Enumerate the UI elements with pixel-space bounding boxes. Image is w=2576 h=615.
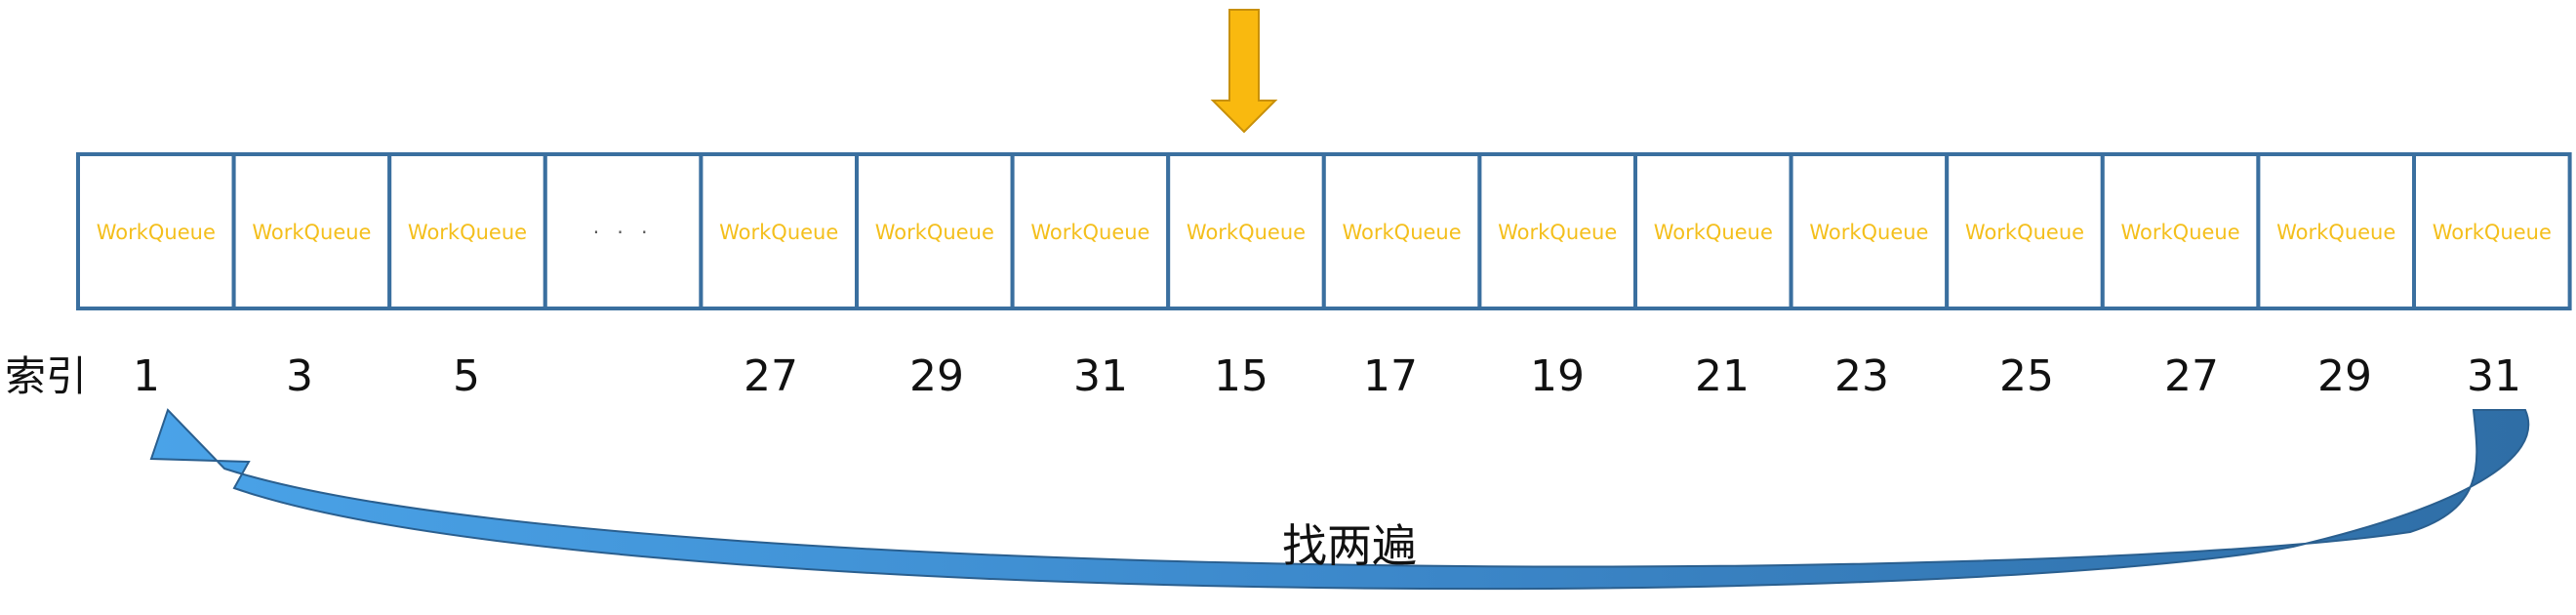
work-queue-cell: [855, 152, 1015, 310]
work-queue-label: WorkQueue: [1809, 221, 1928, 244]
work-queue-label: WorkQueue: [1030, 221, 1149, 244]
index-label: 3: [286, 351, 313, 401]
index-label: 1: [133, 351, 160, 401]
work-queue-cell: [2412, 152, 2572, 310]
work-queue-label: WorkQueue: [408, 221, 527, 244]
work-queue-cell: [1010, 152, 1171, 310]
work-queue-cell: [1321, 152, 1482, 310]
work-queue-label: WorkQueue: [2276, 221, 2395, 244]
work-queue-label: WorkQueue: [875, 221, 994, 244]
index-label: 23: [1834, 351, 1889, 401]
work-queue-label: WorkQueue: [1498, 221, 1617, 244]
curved-return-arrow-icon: [149, 408, 2530, 591]
index-label: 27: [2164, 351, 2219, 401]
work-queue-label: WorkQueue: [2433, 221, 2552, 244]
down-arrow-icon: [1210, 9, 1278, 134]
work-queue-label: WorkQueue: [1343, 221, 1462, 244]
index-label: 27: [744, 351, 798, 401]
index-label: 29: [909, 351, 964, 401]
work-queue-array: WorkQueue WorkQueue WorkQueue · · · WorkQueu…: [76, 152, 2572, 310]
index-label: 19: [1530, 351, 1585, 401]
work-queue-cell: [2100, 152, 2261, 310]
index-label: 31: [1073, 351, 1128, 401]
search-twice-caption: 找两遍: [1282, 519, 1417, 572]
work-queue-label: WorkQueue: [97, 221, 216, 244]
index-labels: 1 3 5 27 29 31 15 17 19 21 23 25 27 29 31: [133, 351, 2521, 401]
work-queue-label: WorkQueue: [1965, 221, 2084, 244]
work-queue-cell: [387, 152, 547, 310]
index-prefix-label: 索引: [5, 352, 87, 400]
work-queue-label: WorkQueue: [1187, 221, 1306, 244]
index-label: 31: [2467, 351, 2521, 401]
work-queue-cell: [76, 152, 236, 310]
ellipsis-label: · · ·: [593, 221, 654, 244]
work-queue-label: WorkQueue: [1654, 221, 1773, 244]
work-queue-cell: [699, 152, 860, 310]
work-queue-cell: [231, 152, 392, 310]
index-label: 29: [2317, 351, 2372, 401]
work-queue-label: WorkQueue: [719, 221, 838, 244]
work-queue-label: WorkQueue: [252, 221, 371, 244]
index-label: 21: [1695, 351, 1750, 401]
index-label: 25: [1999, 351, 2054, 401]
work-queue-cell: [1477, 152, 1638, 310]
work-queue-label: WorkQueue: [2121, 221, 2240, 244]
work-queue-cell: [1945, 152, 2105, 310]
work-queue-cell: [1166, 152, 1326, 310]
index-label: 5: [453, 351, 480, 401]
index-label: 15: [1214, 351, 1268, 401]
index-label: 17: [1363, 351, 1418, 401]
work-queue-cell: [1789, 152, 1950, 310]
